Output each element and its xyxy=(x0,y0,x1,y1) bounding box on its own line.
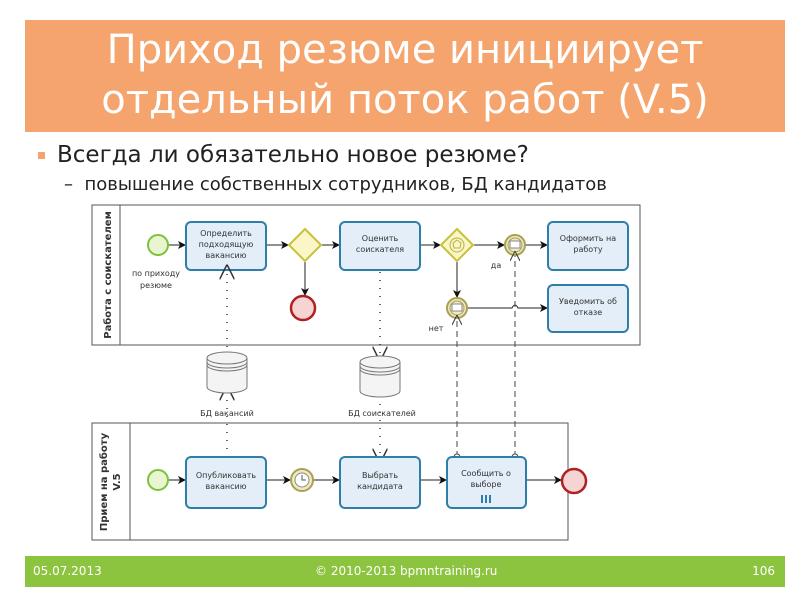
pool-label: V.5 xyxy=(112,473,123,490)
task-label: Уведомить об xyxy=(559,297,617,306)
timer-event xyxy=(290,468,314,492)
bullet-sub: – повышение собственных сотрудников, БД … xyxy=(64,174,607,195)
slide-title: Приход резюме инициирует отдельный поток… xyxy=(25,20,785,132)
end-event xyxy=(289,294,317,322)
footer-page-number: 106 xyxy=(752,564,775,578)
task-label: вакансию xyxy=(206,251,247,260)
exclusive-gateway xyxy=(287,227,323,263)
task-publish-vacancy[interactable]: Опубликовать вакансию xyxy=(185,456,267,509)
start-event xyxy=(147,469,169,491)
task-define-vacancy[interactable]: Определить подходящую вакансию xyxy=(185,221,267,271)
start-label: по приходу xyxy=(132,269,180,278)
bullet-main: Всегда ли обязательно новое резюме? xyxy=(38,142,529,168)
pool-label: Прием на работу xyxy=(98,432,110,531)
footer-copyright: © 2010-2013 bpmntraining.ru xyxy=(315,564,498,578)
task-label: соискателя xyxy=(356,245,404,254)
task-hire[interactable]: Оформить на работу xyxy=(547,221,629,271)
task-label: Выбрать xyxy=(362,471,398,480)
title-line-2: отдельный поток работ (V.5) xyxy=(101,77,709,123)
task-label: выборе xyxy=(471,480,502,489)
task-label: кандидата xyxy=(357,482,403,491)
no-label: нет xyxy=(429,324,444,333)
task-notify-rejection[interactable]: Уведомить об отказе xyxy=(547,284,629,333)
end-event xyxy=(560,467,588,495)
message-event-no xyxy=(446,297,468,319)
footer: 05.07.2013 © 2010-2013 bpmntraining.ru 1… xyxy=(25,556,785,587)
task-label: отказе xyxy=(574,308,603,317)
data-store-label: БД соискателей xyxy=(348,409,416,418)
pool-label: Работа с соискателем xyxy=(102,211,114,339)
task-label: вакансию xyxy=(206,482,247,491)
multi-instance-icon xyxy=(481,495,491,503)
start-label: резюме xyxy=(140,281,172,290)
task-notify-choice[interactable]: Сообщить о выборе xyxy=(446,456,527,509)
yes-label: да xyxy=(491,261,502,270)
bullet-sub-text: повышение собственных сотрудников, БД ка… xyxy=(84,174,607,195)
task-label: Определить xyxy=(200,229,252,238)
task-select-candidate[interactable]: Выбрать кандидата xyxy=(339,456,421,509)
data-store-label: БД вакансий xyxy=(200,409,254,418)
task-label: Оценить xyxy=(362,234,399,243)
task-label: Опубликовать xyxy=(196,471,257,480)
envelope-icon xyxy=(509,240,521,249)
task-label: Сообщить о xyxy=(461,469,511,478)
data-store-vacancies xyxy=(206,351,248,394)
envelope-icon xyxy=(451,303,463,312)
task-evaluate-candidate[interactable]: Оценить соискателя xyxy=(339,221,421,271)
footer-date: 05.07.2013 xyxy=(33,564,102,578)
message-event-yes xyxy=(504,234,526,256)
bullet-icon xyxy=(38,152,45,159)
task-label: Оформить на xyxy=(560,234,616,243)
data-store-candidates xyxy=(359,355,401,398)
title-line-1: Приход резюме инициирует xyxy=(106,27,704,73)
event-based-gateway xyxy=(439,227,475,263)
task-label: подходящую xyxy=(199,240,254,249)
start-event xyxy=(147,234,169,256)
bullet-text: Всегда ли обязательно новое резюме? xyxy=(57,142,529,168)
task-label: работу xyxy=(573,245,602,254)
